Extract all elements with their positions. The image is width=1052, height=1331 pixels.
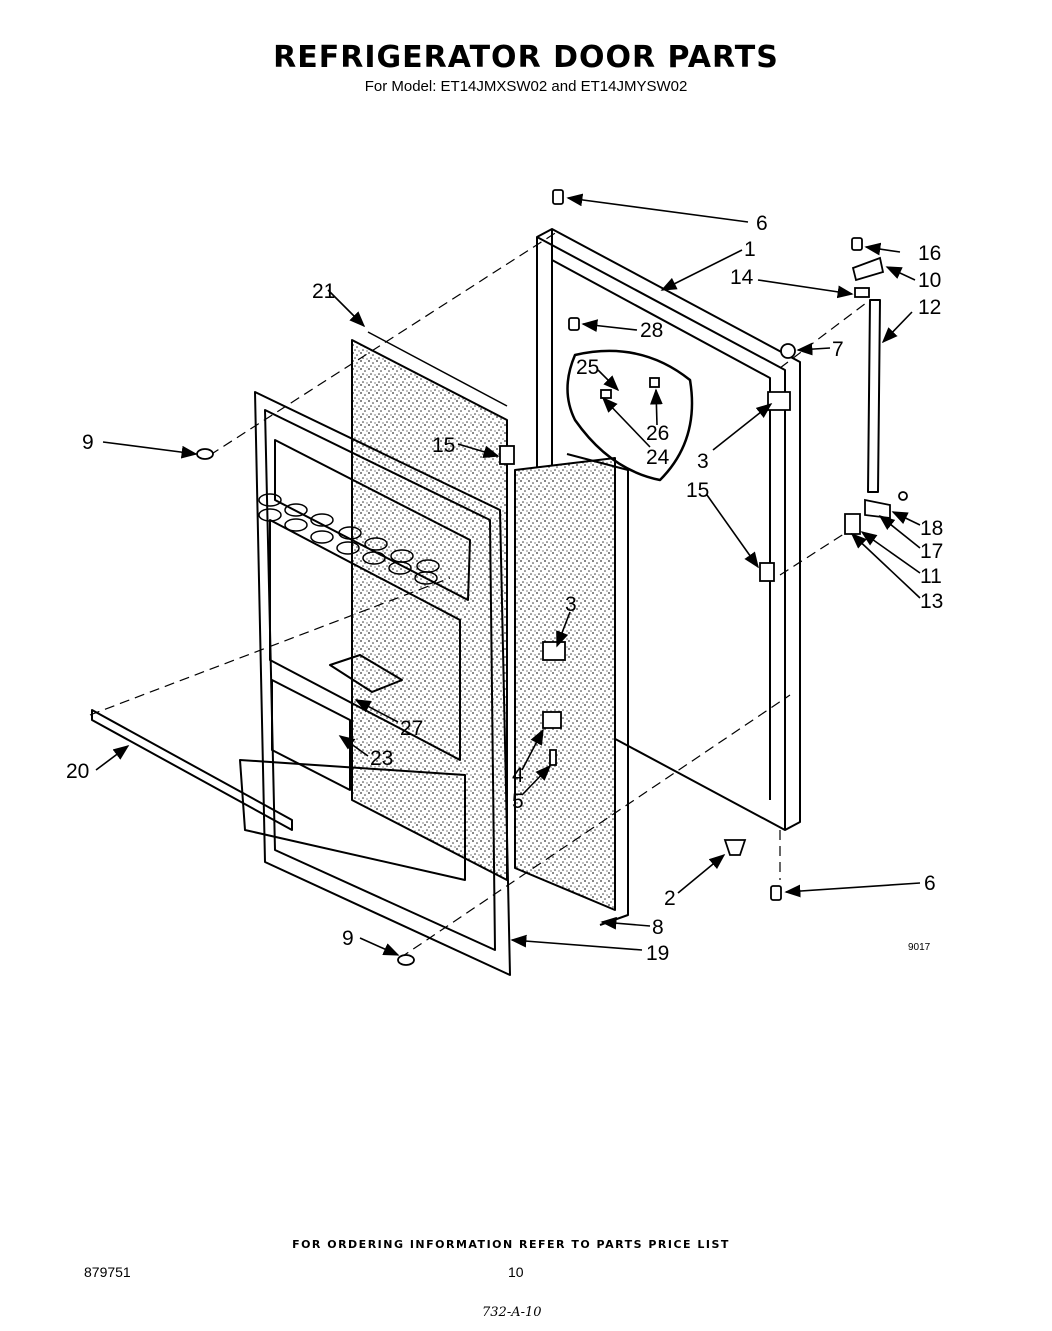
- callout-label: 13: [920, 590, 943, 613]
- callout-label: 18: [920, 517, 943, 540]
- ordering-note: FOR ORDERING INFORMATION REFER TO PARTS …: [292, 1238, 730, 1251]
- callout-label: 14: [730, 266, 754, 289]
- door-liner: [239, 391, 511, 976]
- callout-label: 9: [342, 927, 354, 950]
- callout-label: 15: [432, 434, 455, 457]
- callout-label: 3: [697, 450, 709, 473]
- callout-label: 7: [832, 338, 844, 361]
- callout-label: 9: [82, 431, 94, 454]
- callout-label: 8: [652, 916, 664, 939]
- page-number: 10: [508, 1264, 524, 1280]
- handwritten-note: 732-A-10: [482, 1305, 542, 1320]
- callout-label: 27: [400, 717, 423, 740]
- callout-label: 17: [920, 540, 943, 563]
- callout-label: 1: [744, 238, 756, 261]
- page-title: REFRIGERATOR DOOR PARTS: [273, 40, 779, 75]
- callout-label: 20: [66, 760, 89, 783]
- callout-label: 5: [512, 790, 524, 813]
- callout-label: 6: [924, 872, 936, 895]
- callout-label: 24: [646, 446, 670, 469]
- callout-label: 2: [664, 887, 676, 910]
- closer-bar: [867, 299, 881, 493]
- butter-dish: [329, 654, 403, 693]
- callout-label: 26: [646, 422, 669, 445]
- callout-label: 11: [920, 565, 942, 588]
- callout-label: 28: [640, 319, 663, 342]
- egg-tray: [258, 493, 440, 585]
- door-gasket: [514, 453, 629, 926]
- model-subtitle: For Model: ET14JMXSW02 and ET14JMYSW02: [364, 78, 688, 95]
- document-number: 879751: [84, 1264, 131, 1280]
- callout-label: 23: [370, 747, 393, 770]
- callout-label: 10: [918, 269, 941, 292]
- callout-label: 21: [312, 280, 335, 303]
- shelf-rail: [91, 709, 293, 831]
- callout-label: 12: [918, 296, 941, 319]
- callout-label: 25: [576, 356, 599, 379]
- callout-label: 16: [918, 242, 941, 265]
- callout-label: 6: [756, 212, 768, 235]
- callout-label: 19: [646, 942, 669, 965]
- callout-labels: 6 1 16 10 14 12 21 28 7 25 9 26 15 24 3 …: [66, 212, 943, 965]
- callout-label: 3: [565, 593, 577, 616]
- cutaway-detail: [566, 349, 694, 482]
- callout-label: 15: [686, 479, 709, 502]
- figure-code: 9017: [908, 942, 931, 953]
- callout-label: 4: [512, 764, 524, 787]
